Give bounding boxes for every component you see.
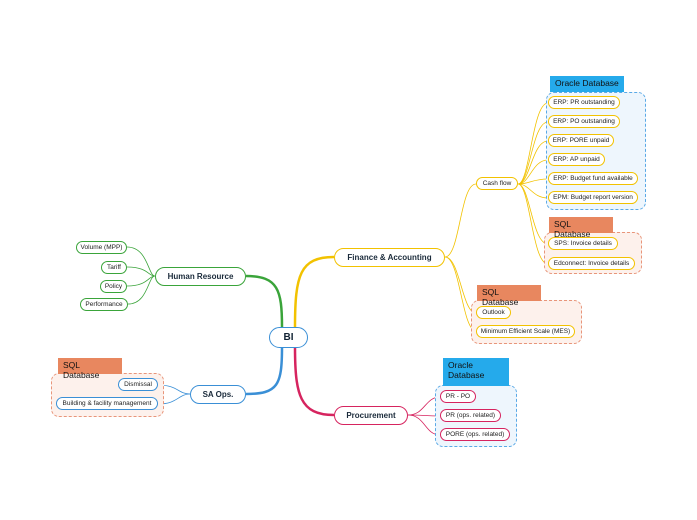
finance-cash-flow[interactable]: Cash flow [476, 177, 518, 190]
procurement-item-pr-ops[interactable]: PR (ops. related) [440, 409, 501, 422]
hr-item-performance[interactable]: Performance [80, 298, 128, 311]
branch-sa-ops[interactable]: SA Ops. [190, 385, 246, 404]
finance-mes[interactable]: Minimum Efficient Scale (MES) [476, 325, 575, 338]
finance-sql-item[interactable]: Edconnect: Invoice details [548, 257, 635, 270]
branch-procurement[interactable]: Procurement [334, 406, 408, 425]
branch-human-resource[interactable]: Human Resource [155, 267, 246, 286]
hr-item-volume-mpp[interactable]: Volume (MPP) [76, 241, 127, 254]
procurement-oracle-label: Oracle Database [443, 358, 509, 386]
finance-oracle-item[interactable]: ERP: PO outstanding [548, 115, 620, 128]
procurement-item-pr-po[interactable]: PR - PO [440, 390, 476, 403]
finance-sql-label: SQL Database [549, 217, 613, 239]
finance-outlook[interactable]: Outlook [476, 306, 511, 319]
finance-oracle-item[interactable]: ERP: Budget fund available [548, 172, 638, 185]
finance-oracle-group [546, 92, 646, 210]
finance-oracle-item[interactable]: EPM: Budget report version [548, 191, 638, 204]
finance-oracle-label: Oracle Database [550, 76, 624, 92]
finance-oracle-item[interactable]: ERP: AP unpaid [548, 153, 605, 166]
procurement-item-pore-ops[interactable]: PORE (ops. related) [440, 428, 510, 441]
sa-ops-sql-label: SQL Database [58, 358, 122, 380]
branch-finance-accounting[interactable]: Finance & Accounting [334, 248, 445, 267]
root-node-bi[interactable]: BI [269, 327, 308, 348]
hr-item-policy[interactable]: Policy [100, 280, 127, 293]
finance-oracle-item[interactable]: ERP: PR outstanding [548, 96, 620, 109]
finance-oracle-item[interactable]: ERP: PORE unpaid [548, 134, 614, 147]
finance-sql-item[interactable]: SPS: Invoice details [548, 237, 618, 250]
sa-ops-item-dismissal[interactable]: Dismissal [118, 378, 158, 391]
finance-sql2-label: SQL Database [477, 285, 541, 307]
sa-ops-item-building-facility[interactable]: Building & facility management [56, 397, 158, 410]
hr-item-tariff[interactable]: Tariff [101, 261, 127, 274]
